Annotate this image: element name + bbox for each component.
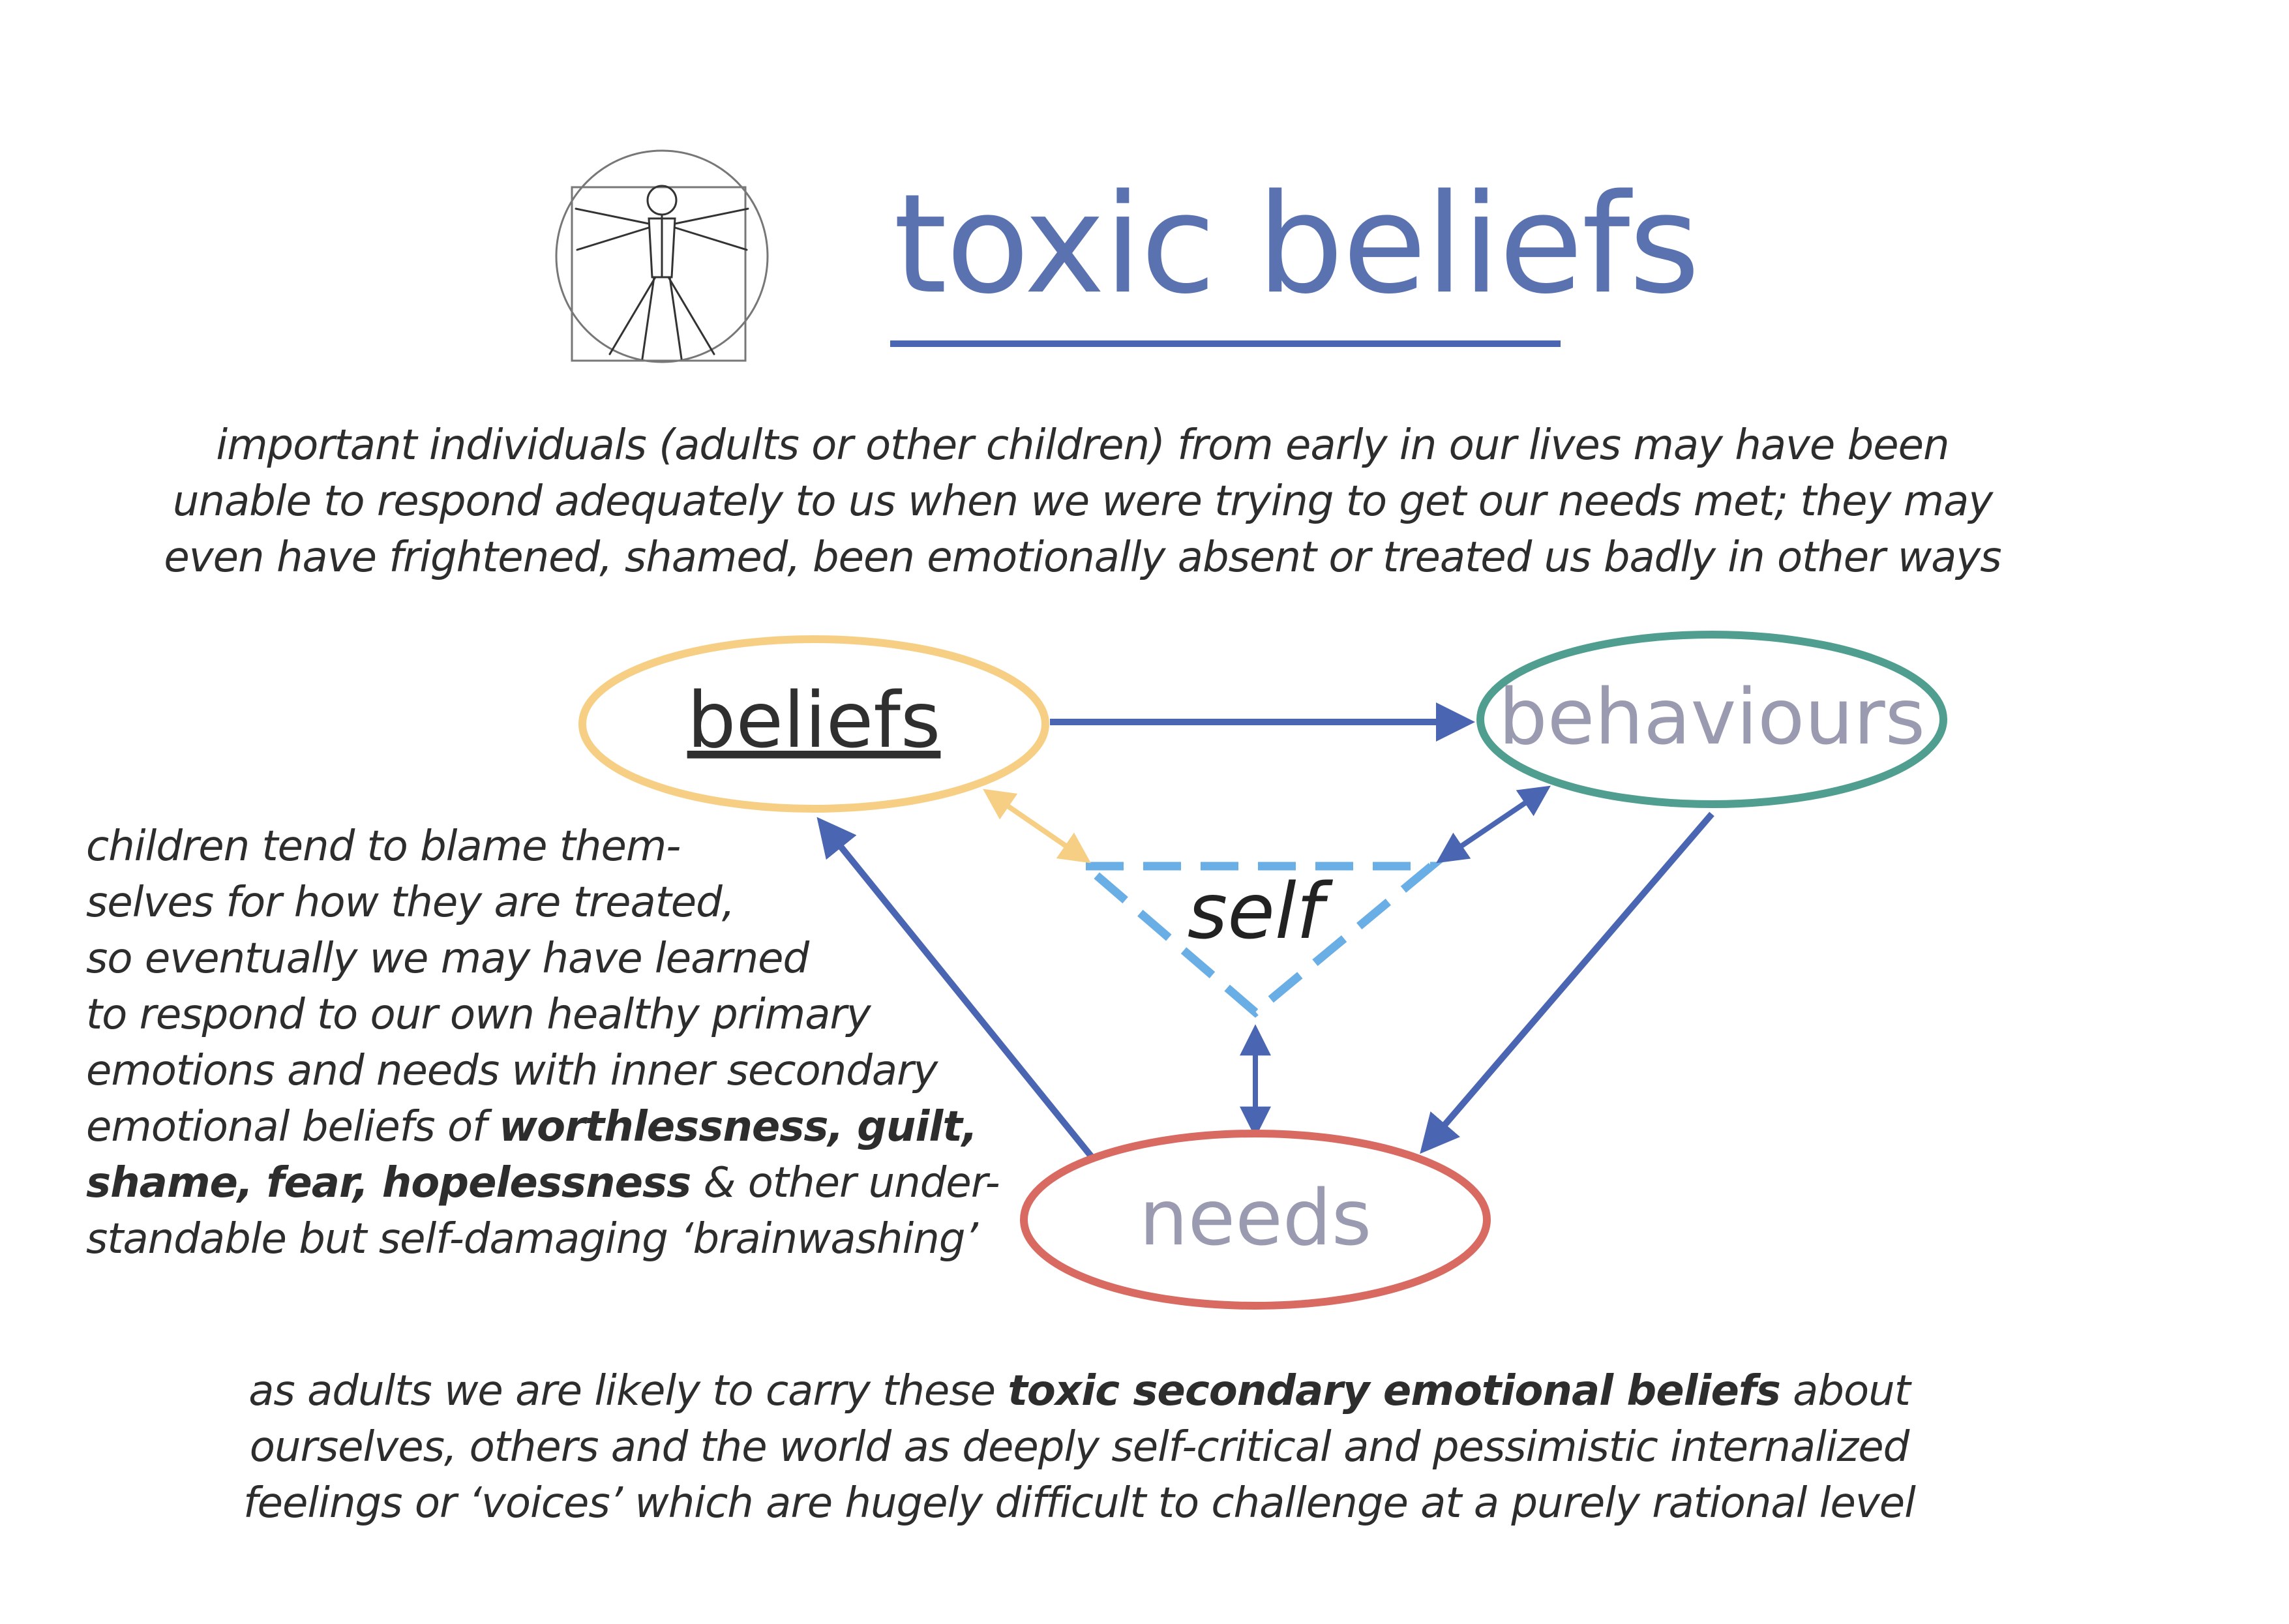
outro-text: about (1780, 1367, 1911, 1415)
left-line: selves for how they are treated, (86, 879, 735, 927)
beliefs-node (578, 635, 1049, 813)
left-line-text: emotional beliefs of (86, 1103, 499, 1151)
self-triangle (1074, 862, 1444, 1018)
outro-line: ourselves, others and the world as deepl… (249, 1423, 1909, 1471)
arrow-needs-to-beliefs (816, 817, 1095, 1160)
title-underline (890, 340, 1561, 347)
intro-line: important individuals (adults or other c… (216, 421, 1949, 470)
vitruvian-man-logo (555, 149, 769, 363)
left-line: to respond to our own healthy primary (86, 991, 871, 1039)
left-line: emotions and needs with inner secondary (86, 1047, 938, 1095)
left-line: standable but self-damaging ‘brainwashin… (86, 1215, 978, 1263)
needs-label: needs (1139, 1173, 1371, 1263)
behaviours-node (1476, 631, 1947, 808)
behaviours-label: behaviours (1499, 672, 1925, 762)
closing-paragraph: as adults we are likely to carry these t… (215, 1363, 1943, 1531)
left-line-text: & other under- (691, 1159, 1000, 1207)
arrow-beliefs-self (983, 789, 1091, 864)
left-line: emotional beliefs of worthlessness, guil… (86, 1099, 1064, 1155)
intro-line: unable to respond adequately to us when … (172, 477, 1993, 526)
arrow-behaviours-self (1436, 785, 1551, 864)
needs-node (1020, 1130, 1491, 1310)
bold-emphasis: shame, fear, hopelessness (86, 1159, 691, 1207)
page-title: toxic beliefs (893, 164, 1700, 324)
outro-text: as adults we are likely to carry these (248, 1367, 1008, 1415)
left-explanation: children tend to blame them- selves for … (86, 819, 1064, 1267)
intro-line: even have frightened, shamed, been emoti… (164, 534, 2001, 582)
left-line: children tend to blame them- (86, 822, 681, 871)
arrow-behaviours-to-needs (1420, 811, 1714, 1154)
bold-emphasis: toxic secondary emotional beliefs (1008, 1367, 1780, 1415)
self-label: self (1188, 866, 1334, 956)
left-line: shame, fear, hopelessness & other under- (86, 1155, 1064, 1211)
outro-line: feelings or ‘voices’ which are hugely di… (243, 1479, 1916, 1527)
beliefs-label: beliefs (687, 675, 941, 765)
intro-paragraph: important individuals (adults or other c… (143, 417, 2022, 586)
left-line: so eventually we may have learned (86, 935, 809, 983)
bold-emphasis: worthlessness, guilt, (499, 1103, 978, 1151)
outro-line: as adults we are likely to carry these t… (215, 1363, 1943, 1419)
